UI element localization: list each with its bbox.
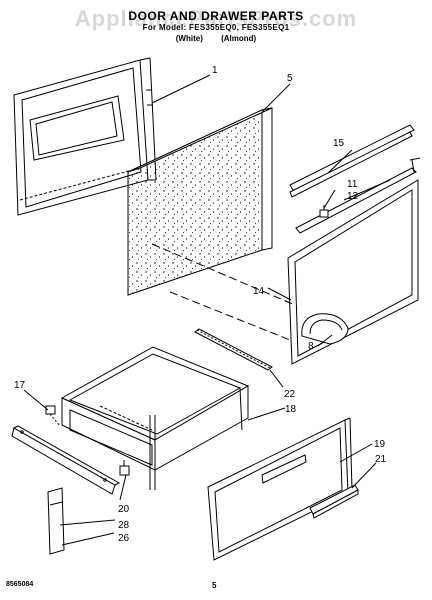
callout-17: 17 — [14, 380, 26, 391]
callout-18: 18 — [285, 404, 297, 415]
callout-11: 11 — [347, 179, 358, 190]
diagram-code: 8565084 — [6, 581, 34, 588]
part-drawer-side-rail — [11, 425, 121, 495]
callout-28: 28 — [118, 520, 130, 531]
color-almond-label: (Almond) — [221, 34, 257, 43]
callout-20: 20 — [118, 504, 130, 515]
callout-1: 1 — [212, 65, 218, 76]
part-insulation-pad — [127, 107, 273, 296]
part-door-clip — [319, 205, 329, 218]
callout-5: 5 — [287, 73, 293, 84]
page-number: 5 — [212, 581, 217, 590]
part-roller-bracket — [45, 405, 61, 427]
part-drawer-stop — [47, 487, 65, 555]
part-drawer-glide — [149, 415, 156, 490]
color-variants: (White) (Almond) — [0, 34, 432, 43]
callout-22: 22 — [284, 389, 296, 400]
part-drawer-slide-rail — [194, 328, 273, 371]
part-drawer-body — [60, 346, 250, 471]
part-drawer-handle — [309, 484, 359, 519]
part-inner-door-liner — [287, 179, 419, 365]
part-door-trim-strip — [289, 124, 415, 198]
callout-14: 14 — [253, 286, 265, 297]
callout-8: 8 — [308, 341, 314, 352]
diagram-title: DOOR AND DRAWER PARTS — [128, 9, 304, 23]
callout-15: 15 — [333, 138, 345, 149]
callout-19: 19 — [374, 439, 386, 450]
part-drawer-roller — [119, 460, 130, 476]
part-drawer-front-panel — [207, 417, 353, 561]
leader-lines — [23, 74, 391, 546]
part-oven-door-panel — [13, 57, 157, 216]
color-white-label: (White) — [175, 34, 203, 43]
callout-21: 21 — [375, 454, 387, 465]
callout-26: 26 — [118, 533, 130, 544]
model-number-line: For Model: FES355EQ0, FES355EQ1 — [142, 23, 290, 32]
callout-12: 12 — [347, 191, 359, 202]
